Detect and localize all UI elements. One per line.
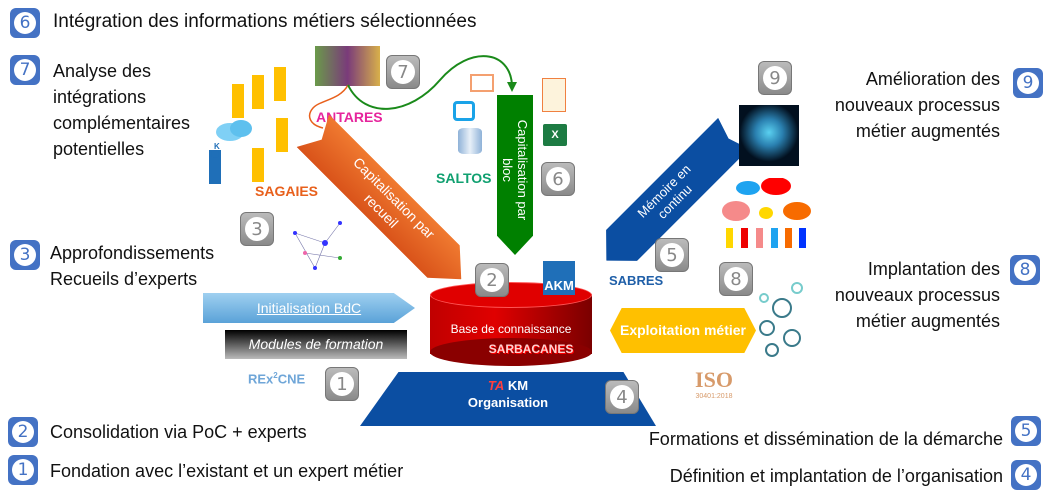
speech-bubble-icon bbox=[230, 120, 252, 137]
gray-badge-8: 8 bbox=[719, 262, 753, 296]
person-icon bbox=[252, 75, 264, 109]
exploitation-metier-arrow: Exploitation métier bbox=[610, 308, 756, 353]
gray-badge-3: 3 bbox=[240, 212, 274, 246]
database-icon bbox=[458, 128, 482, 154]
network-graph-icon bbox=[293, 221, 342, 270]
computer-icon bbox=[470, 74, 494, 92]
knowledge-base-cylinder: Base de connaissance SARBACANES bbox=[430, 282, 592, 366]
step-badge-6: 6 bbox=[10, 8, 40, 38]
cylinder-bottom bbox=[430, 338, 592, 366]
organisation-label: Organisation bbox=[467, 395, 549, 410]
step-badge-4: 4 bbox=[1011, 460, 1041, 490]
gray-badge-9: 9 bbox=[758, 61, 792, 95]
iso-logo: ISO 30401:2018 bbox=[695, 367, 733, 400]
cylinder-top bbox=[430, 282, 592, 308]
gray-badge-2: 2 bbox=[475, 263, 509, 297]
step-5-text: Formations et dissémination de la démarc… bbox=[648, 429, 1003, 449]
modules-formation-bar: Modules de formation bbox=[225, 330, 407, 359]
step-1-text: Fondation avec l’existant et un expert m… bbox=[50, 461, 404, 481]
flow-curves bbox=[308, 55, 517, 129]
excel-icon: X bbox=[543, 124, 567, 146]
gears-image bbox=[759, 282, 803, 357]
gray-badge-6: 6 bbox=[541, 162, 575, 196]
sagaies-label: SAGAIES bbox=[255, 183, 319, 199]
step-badge-3: 3 bbox=[10, 240, 40, 270]
step-badge-5: 5 bbox=[1011, 416, 1041, 446]
person-icon bbox=[252, 148, 264, 182]
rex2cne-label: REx2CNE bbox=[248, 371, 306, 387]
green-arrowhead-icon bbox=[507, 82, 517, 92]
window-icon bbox=[453, 101, 475, 121]
step-badge-7: 7 bbox=[10, 55, 40, 85]
step-badge-9: 9 bbox=[1013, 68, 1043, 98]
saltos-label: SALTOS bbox=[436, 170, 492, 186]
step-2-text: Consolidation via PoC + experts bbox=[50, 422, 307, 442]
person-icon bbox=[274, 67, 286, 101]
step-badge-1: 1 bbox=[8, 455, 38, 485]
kb-title: Base de connaissance bbox=[450, 322, 572, 336]
gray-badge-7: 7 bbox=[386, 55, 420, 89]
brain-image bbox=[739, 105, 799, 166]
k-label: K bbox=[214, 142, 220, 151]
initialisation-bdc-arrow: Initialisation BdC bbox=[203, 293, 415, 323]
person-icon bbox=[276, 118, 288, 152]
expert-person-icon bbox=[209, 150, 221, 184]
person-icon bbox=[232, 84, 244, 118]
step-badge-2: 2 bbox=[8, 417, 38, 447]
step-4-text: Définition et implantation de l’organisa… bbox=[669, 466, 1003, 486]
sabres-label: SABRES bbox=[609, 273, 664, 288]
document-icon bbox=[542, 78, 566, 112]
gray-badge-4: 4 bbox=[605, 380, 639, 414]
step-6-text: Intégration des informations métiers sél… bbox=[53, 11, 477, 32]
kb-name: SARBACANES bbox=[488, 342, 574, 356]
orange-flow-curve bbox=[308, 84, 349, 129]
ta-logo: TA bbox=[487, 378, 505, 393]
akm-logo: AKM bbox=[543, 261, 575, 295]
gray-badge-5: 5 bbox=[655, 238, 689, 272]
antares-image bbox=[315, 46, 380, 86]
green-flow-curve bbox=[347, 55, 513, 110]
gray-badge-1: 1 bbox=[325, 367, 359, 401]
step-badge-8: 8 bbox=[1010, 255, 1040, 285]
discussion-people-icon bbox=[722, 178, 811, 248]
ta-km-title: TA KM bbox=[487, 378, 529, 393]
